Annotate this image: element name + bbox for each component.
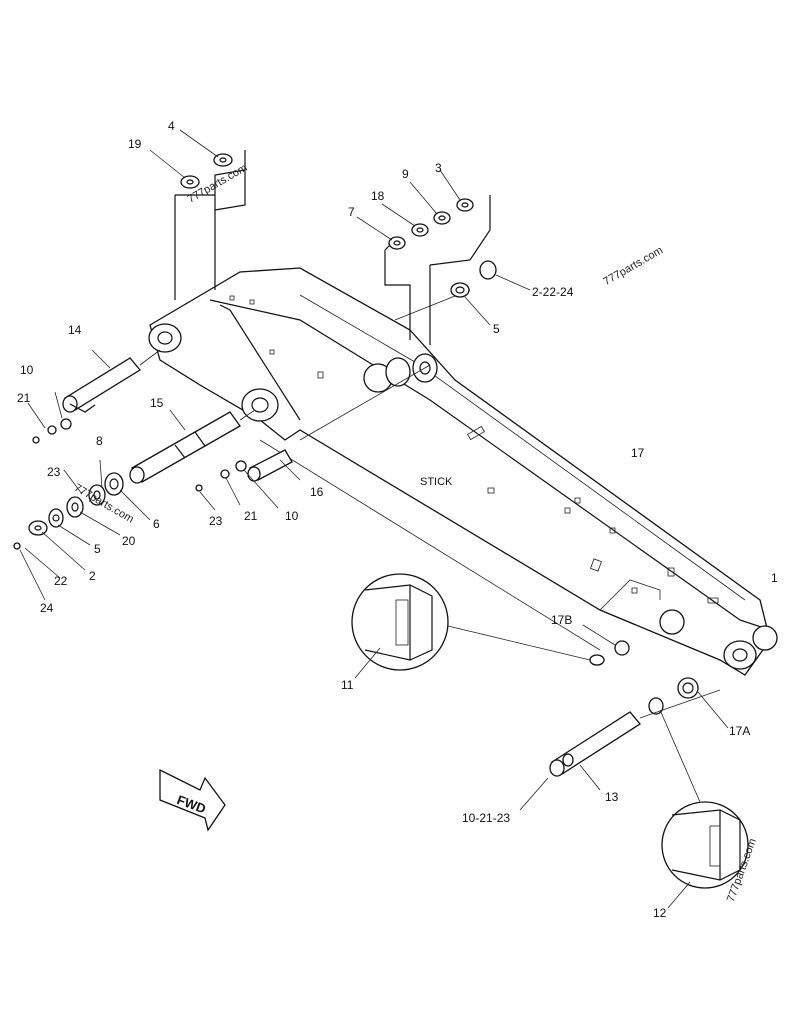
callout-11: 11 bbox=[341, 678, 354, 692]
callout-21-mid: 21 bbox=[244, 509, 258, 523]
callout-19: 19 bbox=[128, 137, 142, 151]
fwd-arrow-icon: FWD bbox=[159, 768, 226, 832]
callout-6: 6 bbox=[153, 517, 160, 531]
callout-10-21-23: 10-21-23 bbox=[462, 811, 510, 825]
callout-5-top: 5 bbox=[493, 322, 500, 336]
callout-10-left: 10 bbox=[20, 363, 34, 377]
callout-20: 20 bbox=[122, 534, 136, 548]
hardware-mid bbox=[195, 460, 279, 511]
detail-12 bbox=[659, 709, 749, 909]
pin-14 bbox=[62, 349, 161, 413]
alignment-line bbox=[259, 439, 601, 651]
callout-15: 15 bbox=[150, 396, 164, 410]
callout-17b: 17B bbox=[551, 613, 572, 627]
hardware-left bbox=[13, 391, 151, 601]
detail-11 bbox=[351, 573, 591, 679]
callout-9: 9 bbox=[402, 167, 409, 181]
callout-17a: 17A bbox=[729, 724, 750, 738]
callout-23-left: 23 bbox=[47, 465, 61, 479]
callouts: 1 2 2-22-24 3 4 5 5 6 7 8 9 10 10 10-21-… bbox=[17, 119, 778, 920]
callout-17: 17 bbox=[631, 446, 645, 460]
pin-15 bbox=[129, 409, 256, 484]
washer-17b bbox=[582, 624, 630, 666]
callout-16: 16 bbox=[310, 485, 324, 499]
callout-22: 22 bbox=[54, 574, 68, 588]
callout-21-left: 21 bbox=[17, 391, 31, 405]
callout-14: 14 bbox=[68, 323, 82, 337]
shim-group-19-4 bbox=[149, 129, 246, 300]
watermark-right: 777parts.com bbox=[601, 244, 665, 288]
stick-label: STICK bbox=[420, 476, 453, 488]
stick-body bbox=[148, 267, 778, 676]
callout-13: 13 bbox=[605, 790, 619, 804]
pin-13 bbox=[519, 677, 729, 811]
callout-8: 8 bbox=[96, 434, 103, 448]
callout-4: 4 bbox=[168, 119, 175, 133]
callout-3: 3 bbox=[435, 161, 442, 175]
shim-group-7-18-9-3 bbox=[356, 169, 531, 345]
pin-16 bbox=[247, 449, 301, 482]
callout-5-left: 5 bbox=[94, 542, 101, 556]
callout-7: 7 bbox=[348, 205, 355, 219]
callout-24: 24 bbox=[40, 601, 54, 615]
callout-10-mid: 10 bbox=[285, 509, 299, 523]
callout-1: 1 bbox=[771, 571, 778, 585]
callout-23-mid: 23 bbox=[209, 514, 223, 528]
callout-12: 12 bbox=[653, 906, 667, 920]
callout-2-22-24: 2-22-24 bbox=[532, 285, 574, 299]
callout-2: 2 bbox=[89, 569, 96, 583]
callout-18: 18 bbox=[371, 189, 385, 203]
alignment-line-2 bbox=[299, 364, 431, 441]
